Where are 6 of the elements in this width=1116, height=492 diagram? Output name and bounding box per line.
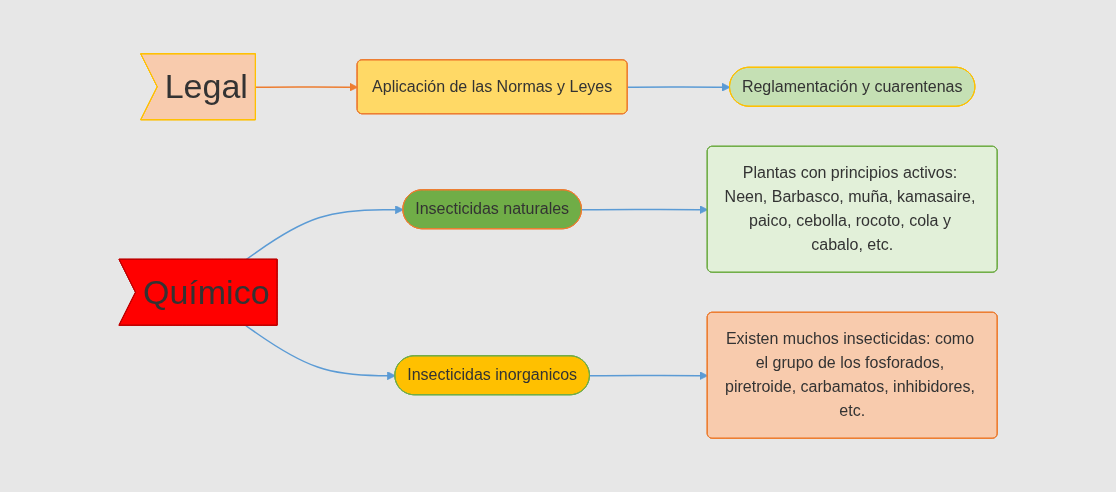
arrow xyxy=(626,82,731,92)
arrow xyxy=(245,205,404,261)
arrow xyxy=(589,371,708,381)
arrow xyxy=(255,82,358,92)
arrow xyxy=(581,205,708,215)
arrow xyxy=(245,325,396,381)
